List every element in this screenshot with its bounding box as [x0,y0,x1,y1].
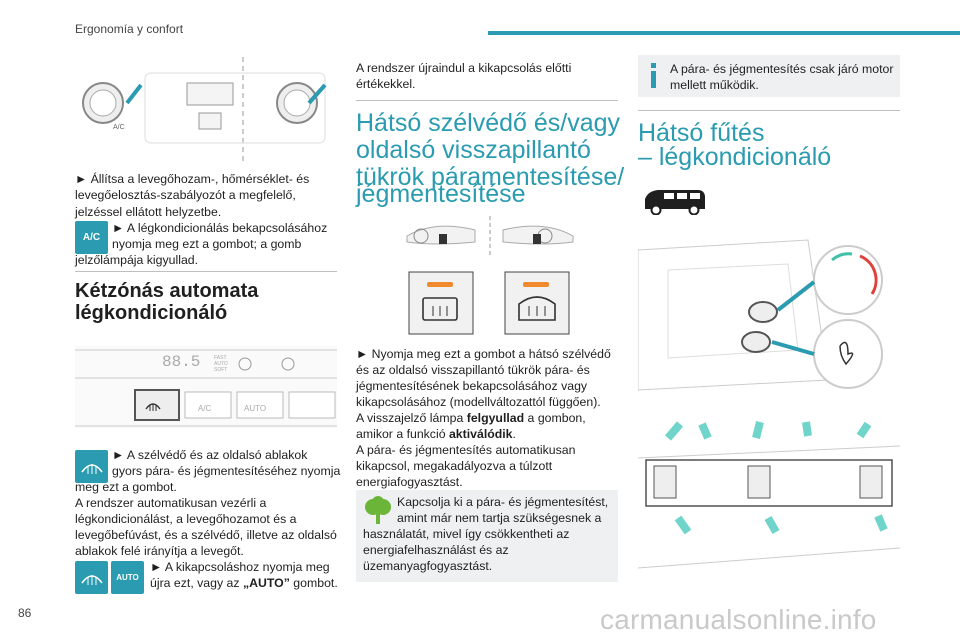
heading-dual-zone-1: Kétzónás automata [75,280,259,302]
restart-line-1: A rendszer újraindul a kikapcsolás előtt… [356,61,572,75]
rear-vents-figure [638,421,900,569]
panel-ac-button: A/C [198,404,212,413]
rear-defrost-line-1: ► Nyomja meg ezt a gombot a hátsó szélvé… [356,347,611,361]
off-line-2-auto: „AUTO” [242,576,290,590]
heading-rear-heating-2: – légkondicionáló [638,143,832,171]
restart-line-2: értékekkel. [356,77,416,91]
off-line-2a: újra ezt, vagy az [150,576,243,590]
watermark: carmanualsonline.info [600,604,877,635]
ac-button-icon: A/C [75,221,108,254]
auto-button-icon: AUTO [111,561,144,594]
auto-control-line-4: ablakok felé irányítja a levegőt. [75,544,244,558]
rear-defrost-line-5: A visszajelző lámpa felgyullad a gombon, [356,410,586,426]
dual-zone-panel-figure [75,346,337,428]
panel-auto-button: AUTO [244,404,267,413]
rear-defrost-line-8: kikapcsol, megakadályozva a túlzott [356,459,553,473]
lamp-text-bold: felgyullad [466,411,525,425]
header-title: Ergonomía y confort [75,22,184,36]
eco-line-4: energiafelhasználást és az [363,543,509,557]
climate-knobs-figure [82,57,327,163]
rear-defrost-line-4: kikapcsolásához (modellváltozattól függő… [356,395,601,409]
heading-rear-defrost-3: tükrök páramentesítése/ [356,163,625,191]
lamp-text-a: A visszajelző lámpa [356,411,467,425]
rear-defrost-line-9: energiafogyasztást. [356,475,463,489]
defrost-line-1: ► A szélvédő és az oldalsó ablakok [112,448,308,462]
section-rule-3 [638,110,900,111]
ac-line-2: nyomja meg ezt a gombot; a gomb [112,237,302,251]
auto-control-line-3: levegőbefúvást, és a szélvédő, illetve a… [75,528,337,542]
eco-tree-icon [365,496,391,524]
info-line-1: A pára- és jégmentesítés csak járó motor [670,62,894,76]
info-icon [651,63,656,89]
lamp-text-c: a gombon, [524,411,586,425]
panel-temp-display: 88.5 [162,353,201,371]
info-box [638,55,900,97]
eco-tip-box [356,490,618,582]
rear-defrost-figure [406,216,574,335]
panel-auto-label: AUTO [214,361,228,367]
activated-text-bold: aktiválódik [448,427,513,441]
van-icon [645,190,705,215]
panel-soft-label: SOFT [214,367,228,373]
knob-ac-mark: A/C [113,124,125,131]
eco-line-3: használatát, mivel így csökkentheti az [363,527,570,541]
rear-defrost-line-2: és az oldalsó visszapillantó tükrök pára… [356,363,590,377]
off-line-1: ► A kikapcsoláshoz nyomja meg [150,560,330,574]
heading-rear-heating-1: Hátsó fűtés [638,119,765,147]
off-line-2: újra ezt, vagy az „AUTO” gombot. [150,575,338,591]
section-rule-2 [356,100,618,101]
panel-fast-label: FAST [214,355,227,361]
col1-instruction-1: ► Állítsa a levegőhozam-, hőmérséklet- é… [75,172,310,219]
defrost-line-2: gyors pára- és jégmentesítéséhez nyomja [112,464,341,478]
off-line-2c: gombot. [289,576,338,590]
auto-control-line-1: A rendszer automatikusan vezérli a [75,496,267,510]
rear-defrost-line-6: amikor a funkció aktiválódik. [356,426,516,442]
eco-line-2: amint már nem tartja szükségesnek a [397,511,602,525]
rear-defrost-line-7: A pára- és jégmentesítés automatikusan [356,443,576,457]
info-line-2: mellett működik. [670,78,759,92]
eco-line-1: Kapcsolja ki a pára- és jégmentesítést, [397,495,609,509]
heading-rear-defrost-2: oldalsó visszapillantó [356,136,591,164]
auto-control-line-2: légkondicionálást, a levegőhozamot és a [75,512,297,526]
ac-line-1: ► A légkondicionálás bekapcsolásához [112,221,328,235]
section-rule-1 [75,271,337,272]
defrost-off-icon [75,561,108,594]
defrost-line-3: meg ezt a gombot. [75,480,177,494]
heading-rear-defrost-4: jégmentesítése [356,180,526,208]
front-defrost-icon [75,450,108,483]
eco-line-5: üzemanyagfogyasztást. [363,559,493,573]
heading-dual-zone-2: légkondicionáló [75,302,228,324]
header-bar [488,31,960,35]
page-number: 86 [18,606,32,620]
panel-defrost-icon [145,403,161,411]
activated-text-c: . [512,427,516,441]
activated-text-a: amikor a funkció [356,427,449,441]
heading-rear-defrost-1: Hátsó szélvédő és/vagy [356,109,621,137]
rear-controls-figure [638,239,883,391]
ac-line-3: jelzőlámpája kigyullad. [75,253,199,267]
rear-defrost-line-3: jégmentesítésének bekapcsolásához vagy [356,379,588,393]
